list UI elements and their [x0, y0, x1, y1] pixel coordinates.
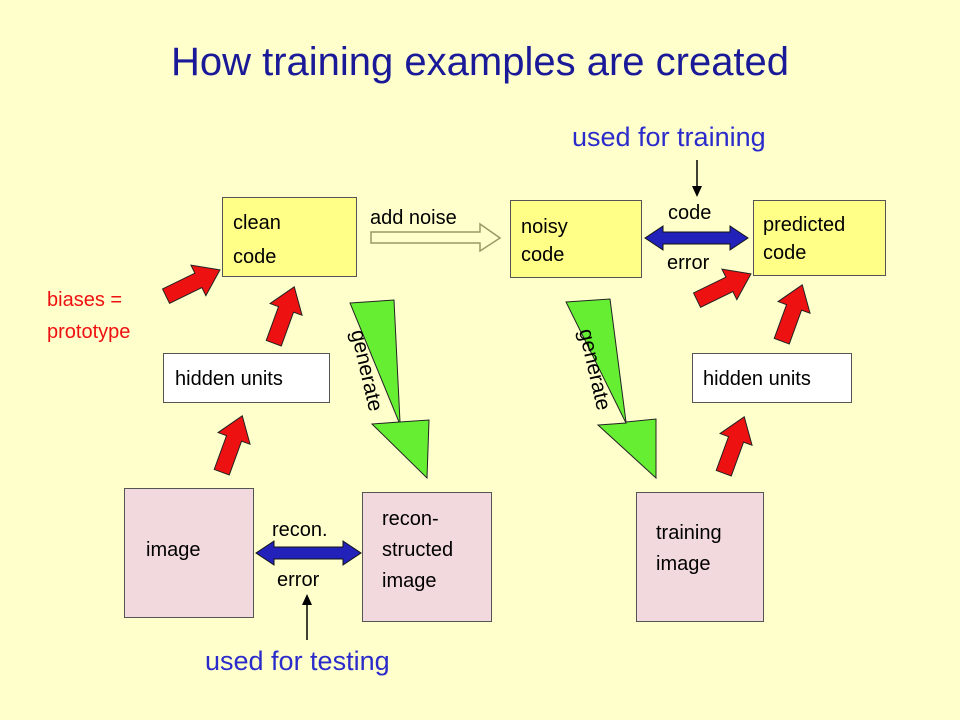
hidden-units-right-box: hidden units — [692, 353, 852, 403]
predicted-code-label: predicted code — [763, 214, 846, 264]
noisy-code-label: noisy code — [521, 216, 568, 266]
noisy-code-box: noisy code — [510, 200, 642, 278]
predicted-code-box: predicted code — [753, 200, 886, 276]
recon-error-label-bottom: error — [277, 569, 320, 591]
training-image-label: training image — [656, 522, 722, 575]
recon-error-label-top: recon. — [272, 519, 328, 541]
code-error-label-top: code — [668, 202, 712, 224]
clean-code-label: clean code — [233, 212, 281, 268]
image-box: image — [124, 488, 254, 618]
biases-label-line1: biases = — [47, 289, 123, 311]
red-arrow-training-to-hidden — [707, 410, 761, 480]
hidden-units-right-label: hidden units — [703, 368, 811, 390]
training-pointer-head — [692, 186, 702, 197]
image-label: image — [146, 539, 201, 561]
red-arrow-hidden-to-clean — [257, 280, 311, 350]
recon-error-double-arrow — [255, 540, 362, 566]
page-title: How training examples are created — [170, 40, 790, 84]
add-noise-label: add noise — [370, 207, 457, 229]
hidden-units-left-box: hidden units — [163, 353, 330, 403]
green-arrow-generate-right — [565, 298, 657, 480]
add-noise-arrow — [370, 222, 502, 253]
code-error-label-bottom: error — [667, 252, 710, 274]
used-for-testing-label: used for testing — [205, 646, 390, 676]
red-arrow-image-to-hidden — [205, 409, 259, 479]
hidden-units-left-label: hidden units — [175, 368, 283, 390]
biases-label-line2: prototype — [47, 321, 131, 343]
green-arrow-generate-left — [349, 299, 430, 480]
testing-pointer-head — [302, 594, 312, 605]
red-arrow-biases — [158, 254, 228, 312]
red-arrow-hidden-to-predicted — [765, 278, 819, 348]
reconstructed-image-box: recon- structed image — [362, 492, 492, 622]
used-for-training-label: used for training — [572, 122, 766, 152]
code-error-double-arrow — [644, 225, 749, 251]
training-image-box: training image — [636, 492, 764, 622]
clean-code-box: clean code — [222, 197, 357, 277]
reconstructed-image-label: recon- structed image — [382, 508, 454, 592]
